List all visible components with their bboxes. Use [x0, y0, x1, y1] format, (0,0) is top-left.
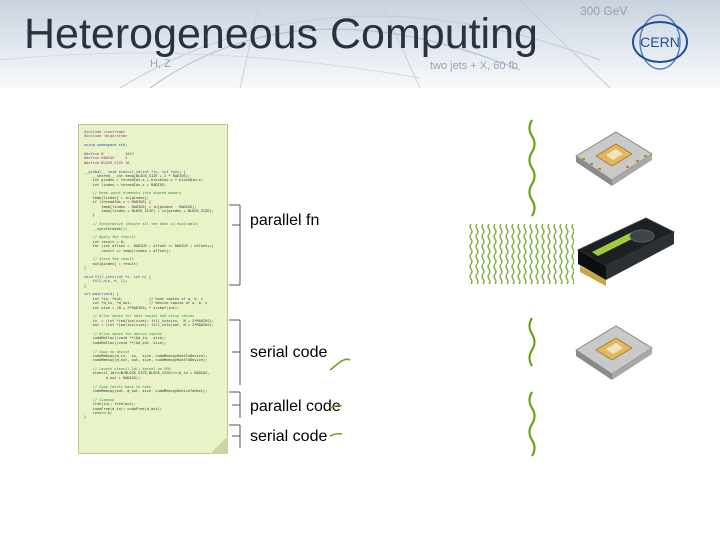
squiggle-thread-icon — [330, 359, 350, 370]
squiggle-thread-icon — [530, 392, 535, 456]
cpu-chip-icon — [566, 318, 658, 390]
cpu-chip-icon — [566, 124, 658, 196]
squiggle-thread-icon — [330, 434, 342, 436]
squiggle-thread-icon — [530, 318, 535, 366]
squiggle-thread-icon — [530, 120, 535, 216]
gpu-card-icon — [572, 210, 678, 290]
squiggle-thread-icon — [330, 406, 342, 408]
thread-grid-icon — [468, 224, 574, 284]
